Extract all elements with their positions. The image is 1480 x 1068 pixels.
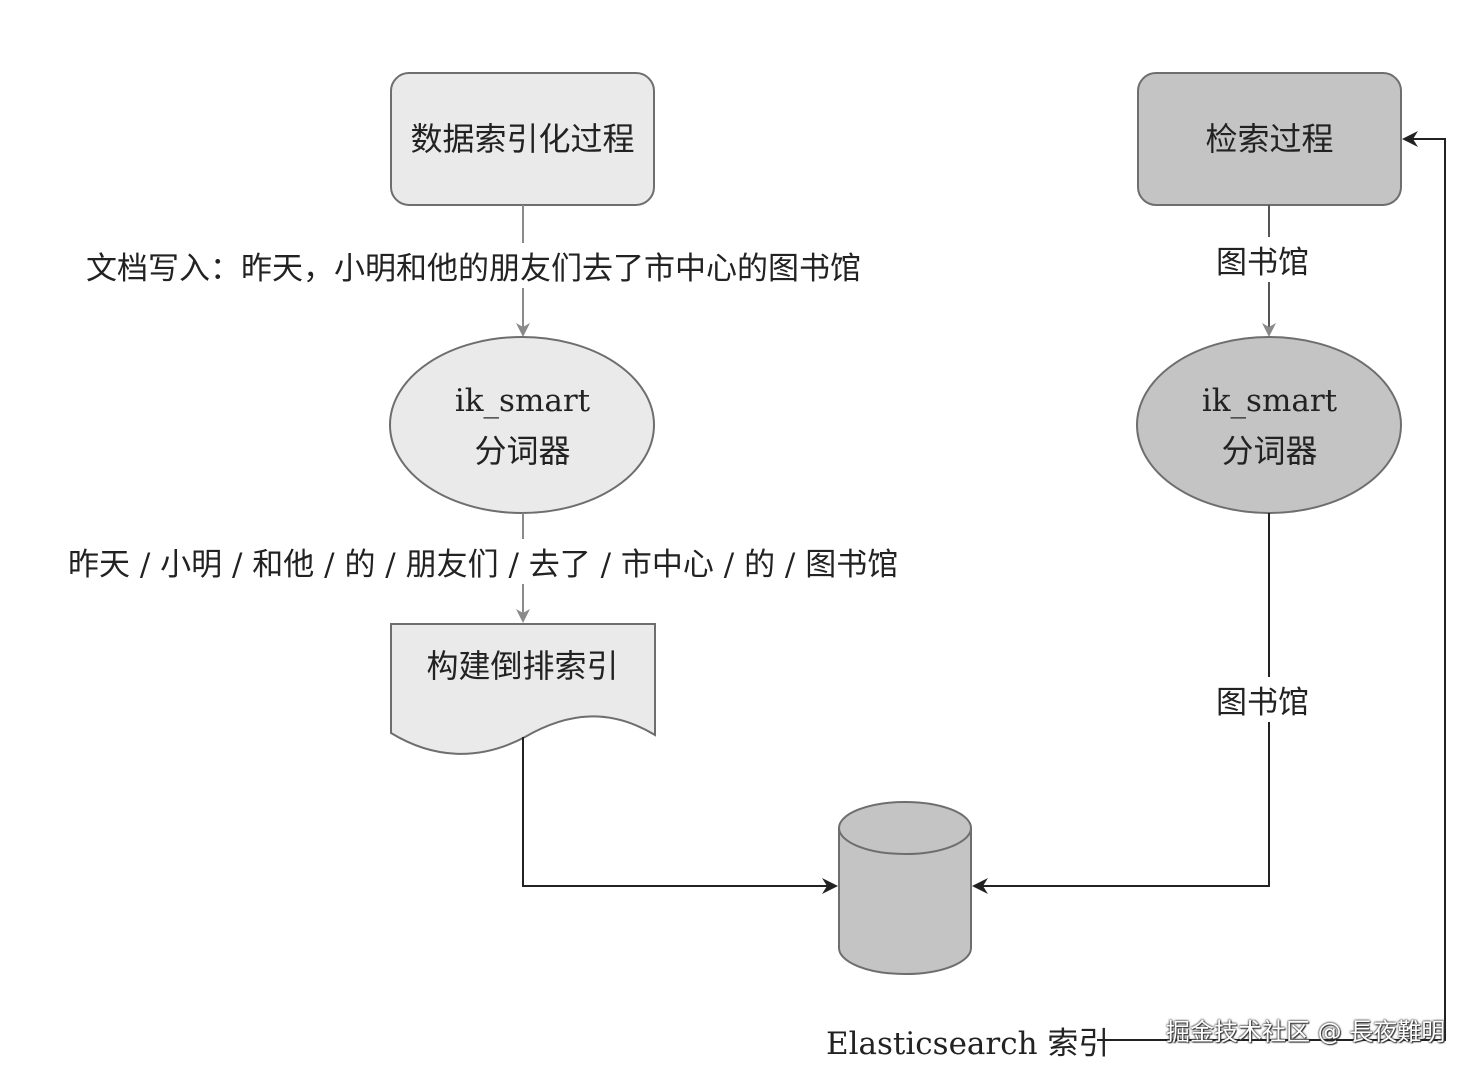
- right-tokenizer-subtitle: 分词器: [1221, 432, 1318, 470]
- build-index-document-shape: [390, 623, 656, 755]
- left-tokenizer-name: ik_smart: [454, 383, 591, 419]
- elasticsearch-index-label: Elasticsearch 索引: [826, 1026, 1110, 1062]
- query-term-label-bottom: 图书馆: [1210, 677, 1315, 722]
- tokenized-output-label: 昨天 / 小明 / 和他 / 的 / 朋友们 / 去了 / 市中心 / 的 / …: [62, 539, 905, 584]
- edge-tokenizer-to-db: [972, 513, 1270, 894]
- query-term-label-top: 图书馆: [1210, 237, 1315, 282]
- watermark-text: 掘金技术社区 @ 長夜難明: [1166, 1018, 1446, 1046]
- edge-index-to-db: [522, 737, 838, 894]
- document-input-label: 文档写入：昨天，小明和他的朋友们去了市中心的图书馆: [80, 243, 867, 288]
- indexing-process-title: 数据索引化过程: [410, 120, 635, 158]
- edge-db-result-to-search: [1097, 131, 1446, 1041]
- right-tokenizer-name: ik_smart: [1201, 383, 1338, 419]
- search-process-title: 检索过程: [1205, 120, 1334, 158]
- build-index-title: 构建倒排索引: [426, 647, 619, 685]
- elasticsearch-db-icon: [838, 801, 972, 975]
- left-tokenizer-subtitle: 分词器: [474, 432, 571, 470]
